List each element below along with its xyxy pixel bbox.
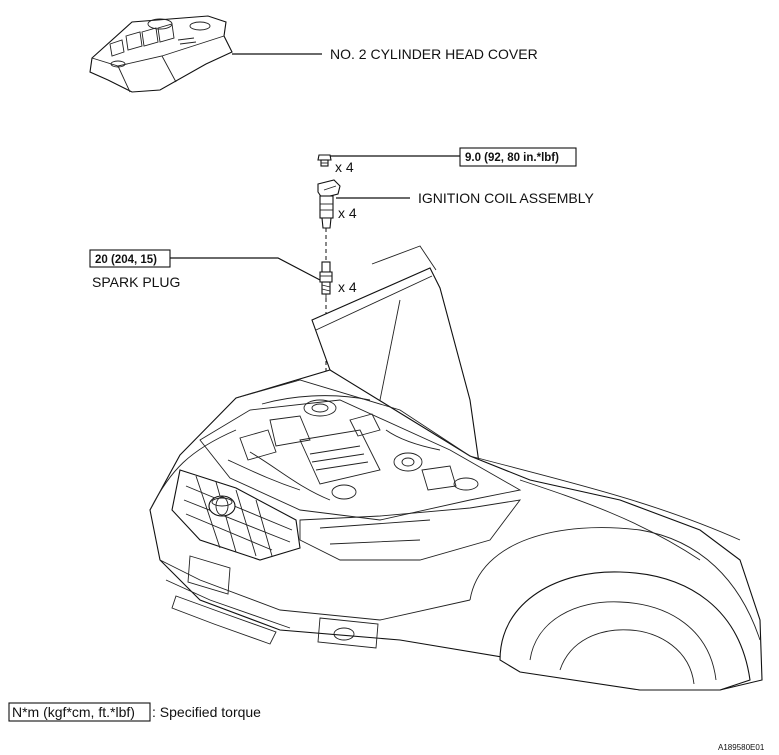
bolt-quantity: x 4 — [335, 159, 354, 175]
bolt-torque-value: 9.0 (92, 80 in.*lbf) — [465, 152, 559, 164]
spark-plug-illustration — [319, 261, 333, 298]
coil-quantity: x 4 — [338, 205, 357, 221]
bolt-illustration — [317, 154, 332, 167]
cover-label: NO. 2 CYLINDER HEAD COVER — [330, 46, 538, 62]
coil-label: IGNITION COIL ASSEMBLY — [418, 190, 594, 206]
figure-id: A189580E01 — [718, 743, 765, 752]
plug-leader-line — [170, 257, 321, 281]
cylinder-head-cover-illustration — [89, 15, 233, 93]
legend-box-text: N*m (kgf*cm, ft.*lbf) — [12, 704, 135, 720]
bolt-torque-box — [459, 147, 577, 167]
plug-torque-box — [89, 249, 171, 268]
plug-quantity: x 4 — [338, 279, 357, 295]
ignition-coil-illustration — [317, 179, 341, 229]
vehicle-engine-bay-illustration — [149, 245, 763, 691]
plug-torque-value: 20 (204, 15) — [95, 254, 157, 266]
legend-text: : Specified torque — [152, 704, 261, 720]
plug-label: SPARK PLUG — [92, 274, 180, 290]
legend-box — [8, 702, 151, 722]
